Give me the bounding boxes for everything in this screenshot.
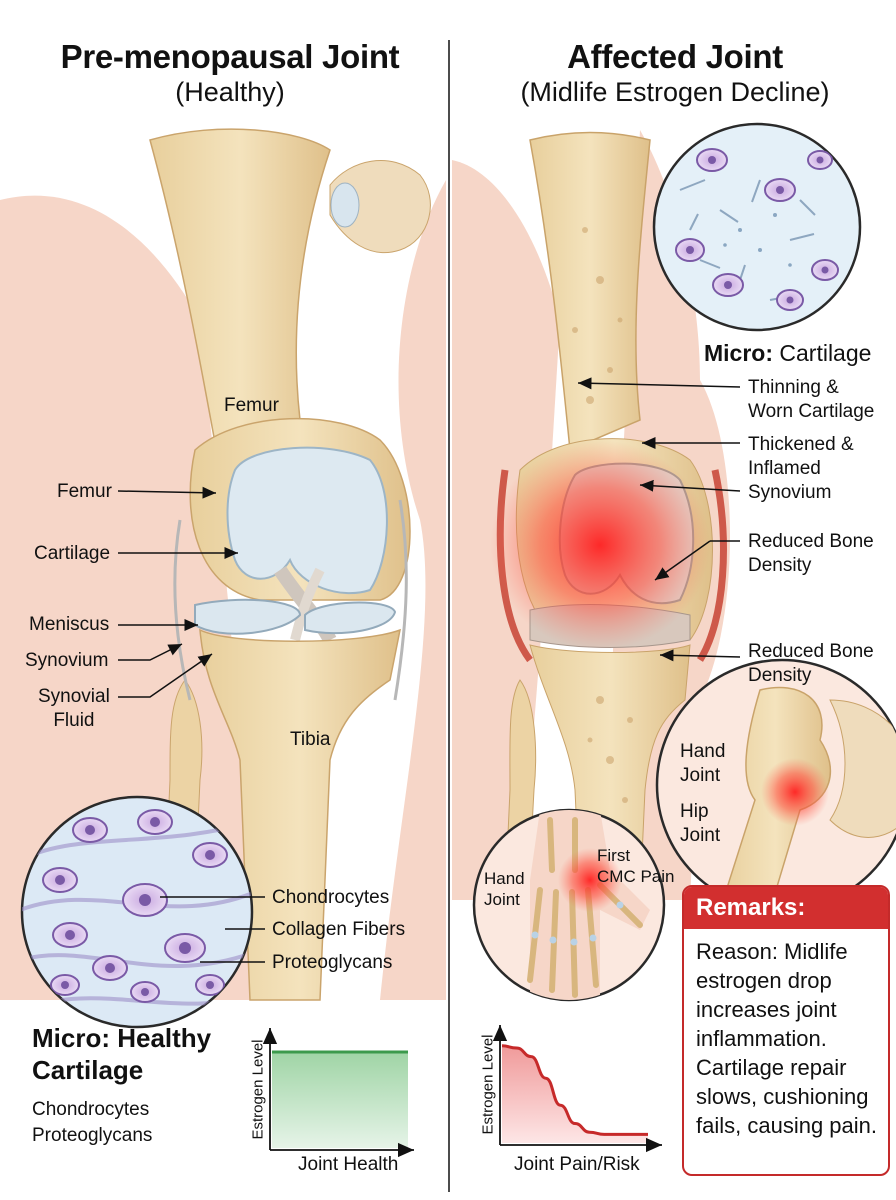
label-femur-top: Femur xyxy=(224,395,279,416)
left-title: Pre-menopausal Joint xyxy=(60,38,400,75)
hand-joint-view xyxy=(472,808,666,1002)
left-leader-lines xyxy=(117,486,265,963)
label-reduced-bone-density-2: Reduced Bone Density xyxy=(748,641,874,686)
label-synovium: Synovium xyxy=(25,650,109,671)
label-femur: Femur xyxy=(57,481,112,502)
remarks-panel: Remarks: Reason: Midlife estrogen drop i… xyxy=(682,885,890,1176)
remarks-text: Reason: Midlife estrogen drop increases … xyxy=(696,939,877,1138)
healthy-knee-illustration xyxy=(0,128,446,1001)
right-leader-lines xyxy=(577,377,741,662)
healthy-chart-area xyxy=(272,1051,408,1148)
healthy-chart-xlabel: Joint Health xyxy=(298,1154,399,1175)
affected-chart-area xyxy=(502,1045,648,1143)
hip-joint-view xyxy=(655,658,896,912)
label-cartilage: Cartilage xyxy=(34,543,111,564)
affected-estrogen-chart xyxy=(492,1025,662,1153)
label-inflamed-synovium: Thickened & Inflamed Synovium xyxy=(748,434,854,503)
label-tibia: Tibia xyxy=(290,729,331,750)
affected-chart-ylabel: Estrogen Level xyxy=(479,1034,497,1135)
right-subtitle: (Midlife Estrogen Decline) xyxy=(520,77,830,107)
label-hip-joint: Hip Joint xyxy=(680,801,721,846)
label-proteoglycans: Proteoglycans xyxy=(272,952,393,973)
label-synovial-fluid: Synovial Fluid xyxy=(38,686,110,731)
label-hand-joint: Hand Joint xyxy=(484,869,525,909)
micro-affected-title: Micro: Cartilage xyxy=(704,340,872,366)
label-reduced-bone-density-1: Reduced Bone Density xyxy=(748,531,874,576)
remarks-heading: Remarks: xyxy=(684,887,888,929)
label-meniscus: Meniscus xyxy=(29,614,110,635)
label-thinning-cartilage: Thinning & Worn Cartilage xyxy=(748,377,875,422)
affected-chart-xlabel: Joint Pain/Risk xyxy=(514,1154,640,1175)
micro-healthy-title: Micro: Healthy Cartilage xyxy=(32,1023,212,1085)
affected-chart-line xyxy=(501,1044,648,1136)
healthy-chart-ylabel: Estrogen Level xyxy=(249,1039,267,1140)
affected-cartilage-micro-view xyxy=(652,122,862,332)
label-hand-joint-hip-circle: Hand Joint xyxy=(680,741,726,786)
right-title: Affected Joint xyxy=(567,38,783,75)
healthy-cartilage-micro-view xyxy=(20,795,254,1029)
label-first-cmc-pain: First CMC Pain xyxy=(597,846,675,886)
label-collagen-fibers: Collagen Fibers xyxy=(272,919,406,940)
healthy-estrogen-chart xyxy=(262,1028,414,1158)
micro-healthy-items: Chondrocytes Proteoglycans xyxy=(32,1099,153,1146)
label-chondrocytes: Chondrocytes xyxy=(272,887,390,908)
left-subtitle: (Healthy) xyxy=(175,77,285,107)
